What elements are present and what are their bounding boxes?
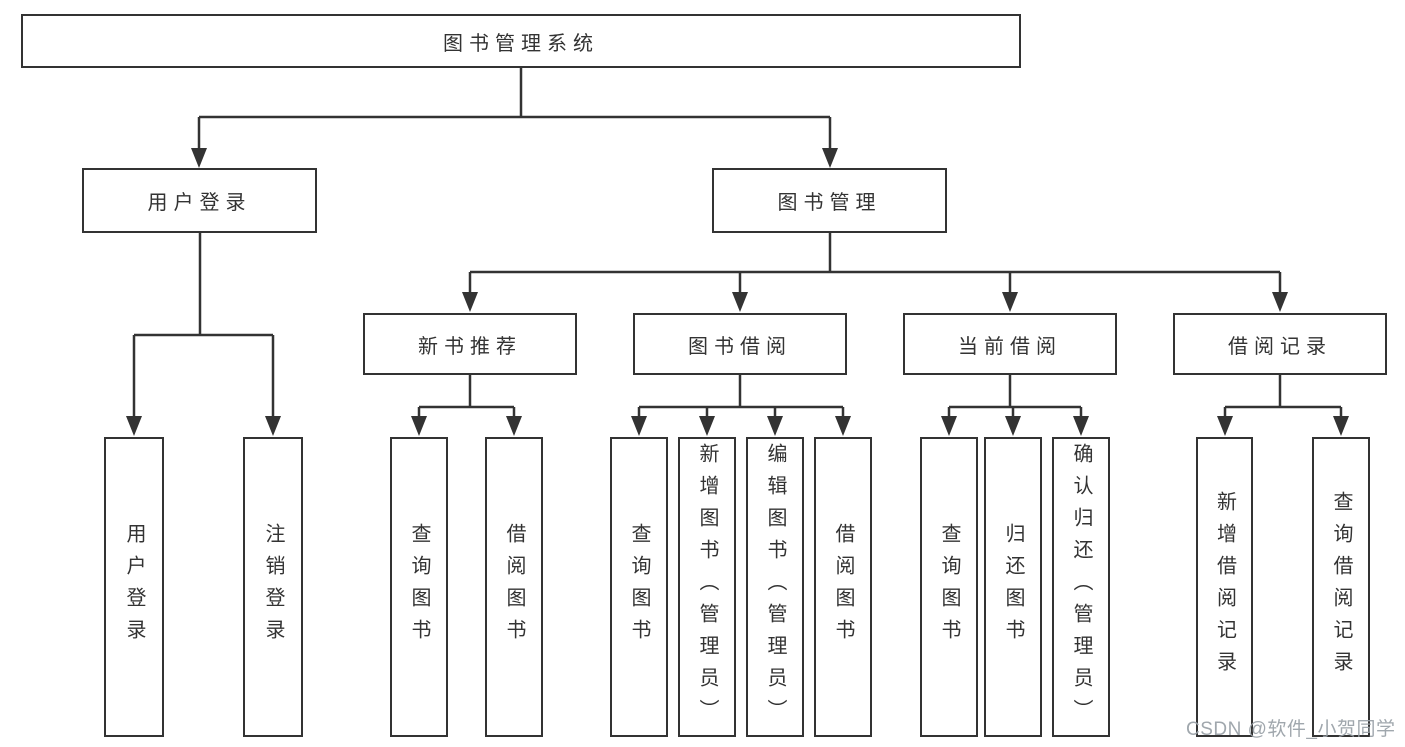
node-user-login-label: 用户登录 <box>147 192 252 214</box>
node-root-label: 图书管理系统 <box>443 32 599 55</box>
node-cb-return-books-label: 归还图书 <box>1002 523 1024 651</box>
node-nb-borrow-books-label: 借阅图书 <box>503 523 525 651</box>
connector-borrow-records-branch <box>1217 375 1349 436</box>
node-rec-query-borrow-record-label: 查询借阅记录 <box>1330 491 1352 683</box>
csdn-watermark: CSDN @软件_小贺同学 <box>1186 719 1396 740</box>
connector-new-book-branch <box>411 375 522 436</box>
arrowhead <box>699 416 715 436</box>
node-nb-borrow-books: 借阅图书 <box>485 437 543 737</box>
node-cb-return-books: 归还图书 <box>984 437 1042 737</box>
node-cb-confirm-return-admin: 确认归还（管理员） <box>1052 437 1110 737</box>
arrowhead <box>1272 292 1288 312</box>
arrowhead <box>462 292 478 312</box>
arrowhead <box>411 416 427 436</box>
node-bb-add-books-admin: 新增图书（管理员） <box>678 437 736 737</box>
node-rec-query-borrow-record: 查询借阅记录 <box>1312 437 1370 737</box>
connector-user-login-branch <box>126 233 281 436</box>
node-current-borrow: 当前借阅 <box>903 313 1117 375</box>
node-borrow-records: 借阅记录 <box>1173 313 1387 375</box>
arrowhead <box>822 148 838 168</box>
node-borrow-records-label: 借阅记录 <box>1228 335 1332 358</box>
arrowhead <box>941 416 957 436</box>
node-new-book-recommend-label: 新书推荐 <box>418 335 522 358</box>
node-bb-borrow-books: 借阅图书 <box>814 437 872 737</box>
node-nb-query-books-label: 查询图书 <box>408 523 430 651</box>
node-rec-add-borrow-record: 新增借阅记录 <box>1196 437 1253 737</box>
node-bb-borrow-books-label: 借阅图书 <box>832 523 854 651</box>
node-bb-edit-books-admin-label: 编辑图书（管理员） <box>764 443 786 731</box>
node-cb-query-books-label: 查询图书 <box>938 523 960 651</box>
node-root: 图书管理系统 <box>21 14 1021 68</box>
node-logout-action: 注销登录 <box>243 437 303 737</box>
node-nb-query-books: 查询图书 <box>390 437 448 737</box>
connector-book-borrow-branch <box>631 375 851 436</box>
node-bb-query-books-label: 查询图书 <box>628 523 650 651</box>
arrowhead <box>631 416 647 436</box>
arrowhead <box>1333 416 1349 436</box>
connector-root-to-level2 <box>191 68 838 168</box>
node-book-borrow: 图书借阅 <box>633 313 847 375</box>
node-book-borrow-label: 图书借阅 <box>688 335 792 358</box>
node-user-login-action-label: 用户登录 <box>123 523 145 651</box>
node-bb-add-books-admin-label: 新增图书（管理员） <box>696 443 718 731</box>
node-new-book-recommend: 新书推荐 <box>363 313 577 375</box>
node-logout-action-label: 注销登录 <box>262 523 284 651</box>
node-user-login-action: 用户登录 <box>104 437 164 737</box>
node-rec-add-borrow-record-label: 新增借阅记录 <box>1213 491 1236 683</box>
arrowhead <box>1002 292 1018 312</box>
node-cb-query-books: 查询图书 <box>920 437 978 737</box>
node-book-mgmt: 图书管理 <box>712 168 947 233</box>
arrowhead <box>126 416 142 436</box>
arrowhead <box>732 292 748 312</box>
arrowhead <box>1073 416 1089 436</box>
arrowhead <box>191 148 207 168</box>
arrowhead <box>265 416 281 436</box>
node-bb-query-books: 查询图书 <box>610 437 668 737</box>
node-book-mgmt-label: 图书管理 <box>777 192 882 214</box>
connector-current-borrow-branch <box>941 375 1089 436</box>
node-bb-edit-books-admin: 编辑图书（管理员） <box>746 437 804 737</box>
arrowhead <box>767 416 783 436</box>
node-current-borrow-label: 当前借阅 <box>958 335 1062 358</box>
arrowhead <box>506 416 522 436</box>
arrowhead <box>1217 416 1233 436</box>
node-cb-confirm-return-admin-label: 确认归还（管理员） <box>1070 443 1092 731</box>
node-user-login: 用户登录 <box>82 168 317 233</box>
arrowhead <box>835 416 851 436</box>
arrowhead <box>1005 416 1021 436</box>
connector-book-mgmt-to-level3 <box>462 233 1288 312</box>
